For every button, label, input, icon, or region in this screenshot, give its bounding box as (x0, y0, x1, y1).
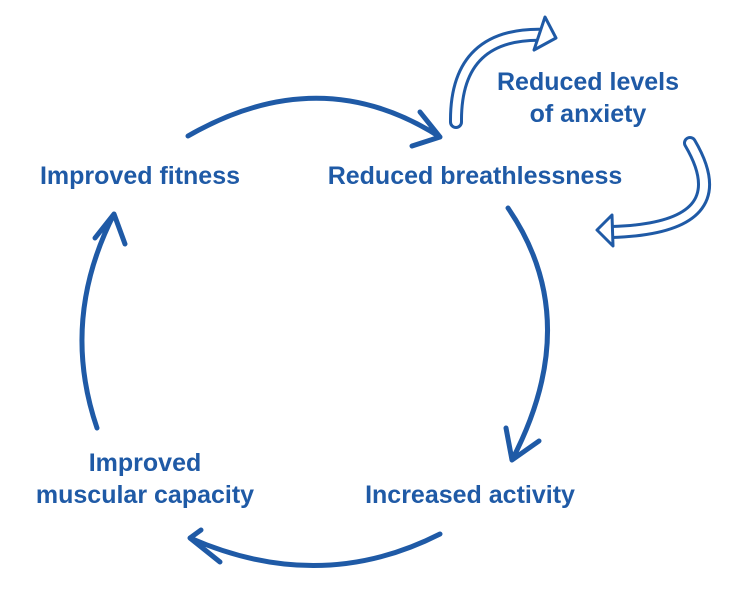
arrow-activity-to-muscular (187, 527, 443, 569)
arrow-breathlessness-to-activity (503, 205, 550, 463)
node-reduced-breathlessness: Reduced breathlessness (305, 160, 645, 192)
arrowhead-anxiety (532, 15, 558, 52)
node-reduced-anxiety: Reduced levels of anxiety (488, 66, 688, 130)
arrow-muscular-to-fitness (79, 211, 128, 431)
node-increased-activity: Increased activity (345, 479, 595, 511)
node-reduced-anxiety-line2: of anxiety (529, 100, 647, 128)
node-improved-fitness-text: Improved fitness (39, 162, 241, 190)
arrowhead-breathlessness (595, 213, 615, 248)
node-improved-muscular-line1: Improved (88, 449, 202, 477)
node-improved-muscular-line2: muscular capacity (35, 481, 255, 509)
node-reduced-anxiety-line1: Reduced levels (496, 68, 680, 96)
node-reduced-breathlessness-text: Reduced breathlessness (327, 162, 623, 190)
node-improved-fitness: Improved fitness (20, 160, 260, 192)
node-improved-muscular-capacity: Improved muscular capacity (10, 447, 280, 511)
node-increased-activity-text: Increased activity (365, 481, 575, 509)
arrow-fitness-to-breathlessness (185, 95, 443, 149)
